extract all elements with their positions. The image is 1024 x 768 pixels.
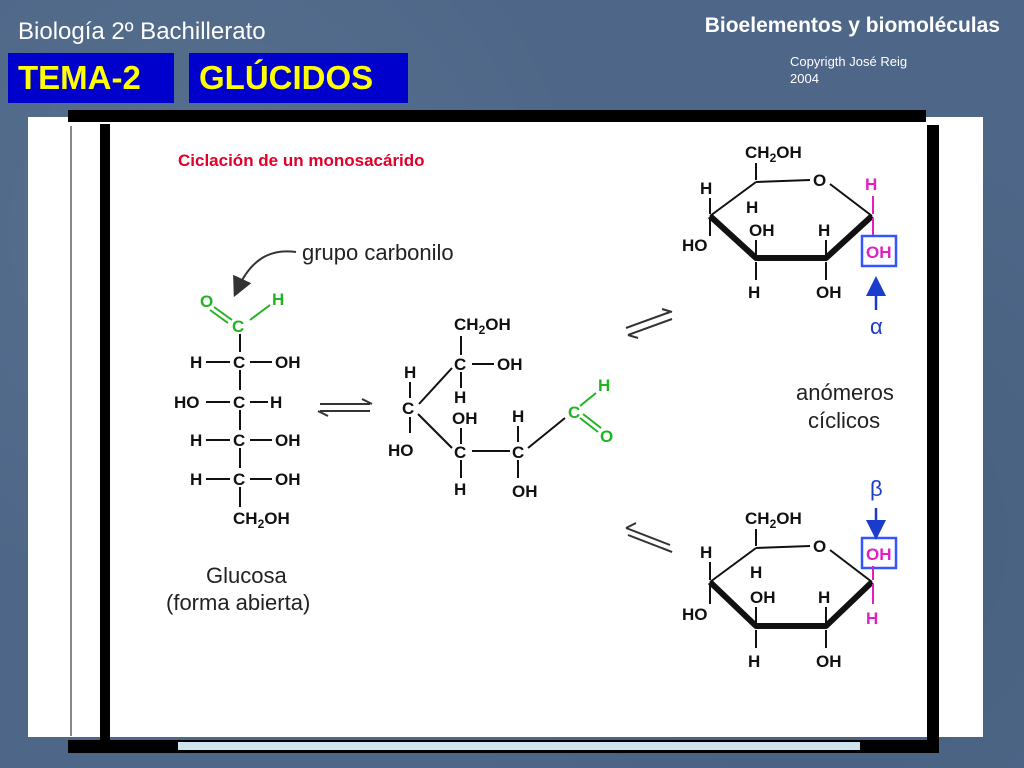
svg-text:CH2OH: CH2OH bbox=[233, 509, 290, 531]
alpha-symbol: α bbox=[870, 314, 883, 339]
svg-text:H: H bbox=[865, 175, 877, 194]
frame-right bbox=[927, 125, 939, 753]
svg-text:CH2OH: CH2OH bbox=[745, 509, 802, 531]
svg-text:OH: OH bbox=[452, 409, 478, 428]
svg-text:H: H bbox=[404, 363, 416, 382]
cyclic-label: cíclicos bbox=[808, 408, 880, 433]
svg-text:OH: OH bbox=[816, 652, 842, 671]
svg-text:C: C bbox=[454, 443, 466, 462]
svg-text:H: H bbox=[748, 283, 760, 302]
svg-text:H: H bbox=[270, 393, 282, 412]
alpha-anomer: CH2OH O H HO H OH H H OH H OH bbox=[682, 143, 898, 339]
svg-text:C: C bbox=[233, 431, 245, 450]
svg-text:H: H bbox=[190, 431, 202, 450]
svg-text:HO: HO bbox=[682, 236, 708, 255]
svg-text:H: H bbox=[190, 470, 202, 489]
svg-text:C: C bbox=[568, 403, 580, 422]
alpha-oh-highlight bbox=[860, 234, 898, 268]
glucidos-tag: GLÚCIDOS bbox=[189, 53, 408, 103]
beta-symbol: β bbox=[870, 476, 883, 501]
svg-text:OH: OH bbox=[816, 283, 842, 302]
cyclization-diagram: Ciclación de un monosacárido grupo carbo… bbox=[166, 143, 898, 671]
carbonyl-label: grupo carbonilo bbox=[302, 240, 454, 265]
intermediate-structure: CH2OH C OH H H C HO OH C H H C OH bbox=[388, 315, 613, 501]
svg-text:C: C bbox=[402, 399, 414, 418]
tema-tag: TEMA-2 bbox=[8, 53, 174, 103]
svg-text:OH: OH bbox=[866, 243, 892, 262]
copyright-year: 2004 bbox=[790, 71, 819, 86]
svg-text:HO: HO bbox=[388, 441, 414, 460]
svg-text:H: H bbox=[512, 407, 524, 426]
copyright-author: Copyrigth José Reig bbox=[790, 54, 908, 69]
svg-text:HO: HO bbox=[174, 393, 200, 412]
svg-text:H: H bbox=[454, 480, 466, 499]
svg-text:CH2OH: CH2OH bbox=[745, 143, 802, 165]
svg-text:H: H bbox=[454, 388, 466, 407]
svg-text:H: H bbox=[598, 376, 610, 395]
svg-text:OH: OH bbox=[866, 545, 892, 564]
beta-anomer: CH2OH O H HO H OH H H OH OH H bbox=[682, 476, 898, 671]
svg-text:OH: OH bbox=[750, 588, 776, 607]
figure-panel: Ciclación de un monosacárido grupo carbo… bbox=[110, 125, 927, 737]
sheet-edge bbox=[70, 126, 72, 736]
svg-text:CH2OH: CH2OH bbox=[454, 315, 511, 337]
equilibrium-arrows-alpha bbox=[625, 308, 673, 339]
svg-text:OH: OH bbox=[275, 470, 301, 489]
svg-text:OH: OH bbox=[275, 353, 301, 372]
frame-bottom-bar bbox=[178, 742, 860, 750]
open-chain-glucose: O H C H C OH HO C H H C OH H C OH CH2OH bbox=[174, 290, 301, 531]
svg-text:HO: HO bbox=[682, 605, 708, 624]
svg-text:O: O bbox=[200, 292, 213, 311]
svg-text:OH: OH bbox=[275, 431, 301, 450]
svg-text:H: H bbox=[750, 563, 762, 582]
svg-text:C: C bbox=[512, 443, 524, 462]
equilibrium-arrows-1 bbox=[317, 398, 373, 417]
svg-text:C: C bbox=[233, 353, 245, 372]
svg-text:H: H bbox=[748, 652, 760, 671]
carbonyl-arrow bbox=[233, 250, 297, 298]
figure-title: Ciclación de un monosacárido bbox=[178, 151, 425, 170]
topic-title: Bioelementos y biomoléculas bbox=[704, 14, 1000, 37]
svg-text:C: C bbox=[233, 470, 245, 489]
svg-text:C: C bbox=[232, 317, 244, 336]
svg-text:H: H bbox=[818, 221, 830, 240]
svg-text:O: O bbox=[813, 171, 826, 190]
svg-text:H: H bbox=[190, 353, 202, 372]
svg-text:C: C bbox=[454, 355, 466, 374]
equilibrium-arrows-beta bbox=[625, 522, 673, 553]
frame-left bbox=[100, 124, 110, 752]
svg-text:OH: OH bbox=[512, 482, 538, 501]
svg-text:H: H bbox=[700, 179, 712, 198]
svg-text:H: H bbox=[272, 290, 284, 309]
svg-text:H: H bbox=[746, 198, 758, 217]
svg-text:H: H bbox=[700, 543, 712, 562]
svg-text:H: H bbox=[866, 609, 878, 628]
svg-text:OH: OH bbox=[749, 221, 775, 240]
svg-text:H: H bbox=[818, 588, 830, 607]
svg-text:O: O bbox=[813, 537, 826, 556]
course-title: Biología 2º Bachillerato bbox=[18, 18, 266, 45]
frame-top bbox=[68, 110, 926, 122]
copyright: Copyrigth José Reig 2004 bbox=[790, 53, 960, 87]
svg-text:O: O bbox=[600, 427, 613, 446]
glucose-form-label: (forma abierta) bbox=[166, 590, 310, 615]
glucose-label: Glucosa bbox=[206, 563, 287, 588]
svg-text:C: C bbox=[233, 393, 245, 412]
svg-text:OH: OH bbox=[497, 355, 523, 374]
anomers-label: anómeros bbox=[796, 380, 894, 405]
